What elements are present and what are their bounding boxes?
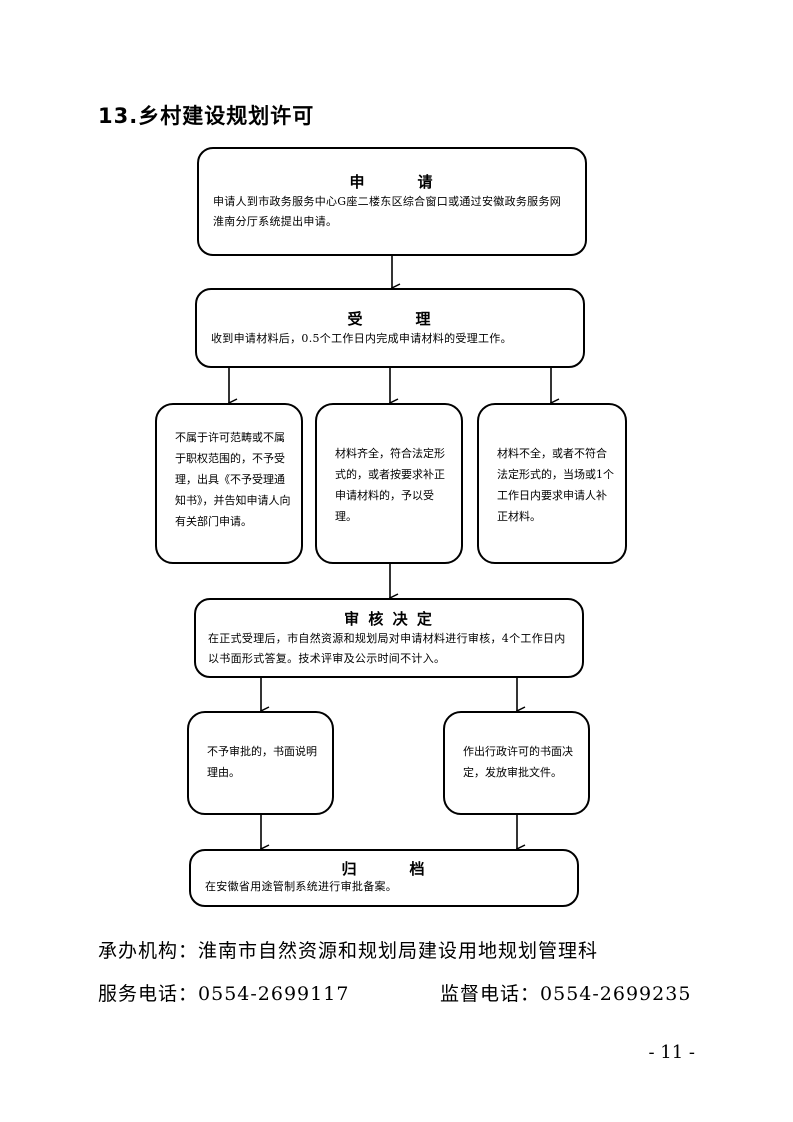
node-accept-title: 受 理 [347,310,433,328]
node-archive: 归 档 在安徽省用途管制系统进行审批备案。 [189,849,579,907]
node-apply: 申 请 申请人到市政务服务中心G座二楼东区综合窗口或通过安徽政务服务网淮南分厅系… [197,147,587,256]
footer-supervise-phone: 监督电话：0554-2699235 [440,979,691,1006]
node-branch-accept-text: 材料齐全，符合法定形式的，或者按要求补正申请材料的，予以受理。 [335,447,445,523]
page-title: 13.乡村建设规划许可 [98,104,315,128]
node-review-title: 审 核 决 定 [344,610,434,628]
node-branch-reject: 不属于许可范畴或不属于职权范围的，不予受理，出具《不予受理通知书》，并告知申请人… [155,403,303,564]
page-number: - 11 - [648,1042,695,1063]
node-branch-incomplete: 材料不全，或者不符合法定形式的，当场或1个工作日内要求申请人补正材料。 [477,403,627,564]
node-apply-desc: 申请人到市政务服务中心G座二楼东区综合窗口或通过安徽政务服务网淮南分厅系统提出申… [213,195,562,228]
node-review: 审 核 决 定 在正式受理后，市自然资源和规划局对申请材料进行审核，4个工作日内… [194,598,584,678]
node-archive-desc: 在安徽省用途管制系统进行审批备案。 [205,880,398,893]
footer-supervise-phone-label: 监督电话： [440,983,541,1005]
node-archive-title: 归 档 [341,860,427,878]
node-branch-accept: 材料齐全，符合法定形式的，或者按要求补正申请材料的，予以受理。 [315,403,463,564]
node-deny: 不予审批的，书面说明理由。 [187,711,334,815]
node-branch-reject-text: 不属于许可范畴或不属于职权范围的，不予受理，出具《不予受理通知书》，并告知申请人… [175,431,291,528]
node-approve: 作出行政许可的书面决定，发放审批文件。 [443,711,590,815]
node-approve-text: 作出行政许可的书面决定，发放审批文件。 [463,745,573,779]
footer-agency: 承办机构：淮南市自然资源和规划局建设用地规划管理科 [98,936,598,963]
node-accept-desc: 收到申请材料后，0.5个工作日内完成申请材料的受理工作。 [211,332,512,345]
footer-service-phone-value: 0554-2699117 [198,983,350,1005]
footer-service-phone-label: 服务电话： [98,983,199,1005]
node-branch-incomplete-text: 材料不全，或者不符合法定形式的，当场或1个工作日内要求申请人补正材料。 [497,447,614,523]
node-review-desc: 在正式受理后，市自然资源和规划局对申请材料进行审核，4个工作日内以书面形式答复。… [208,632,566,665]
node-deny-text: 不予审批的，书面说明理由。 [207,745,317,779]
footer-agency-value: 淮南市自然资源和规划局建设用地规划管理科 [198,940,599,962]
node-accept: 受 理 收到申请材料后，0.5个工作日内完成申请材料的受理工作。 [195,288,585,368]
footer-supervise-phone-value: 0554-2699235 [540,983,692,1005]
node-apply-title: 申 请 [349,173,435,191]
footer-agency-label: 承办机构： [98,940,199,962]
footer-service-phone: 服务电话：0554-2699117 [98,979,349,1006]
